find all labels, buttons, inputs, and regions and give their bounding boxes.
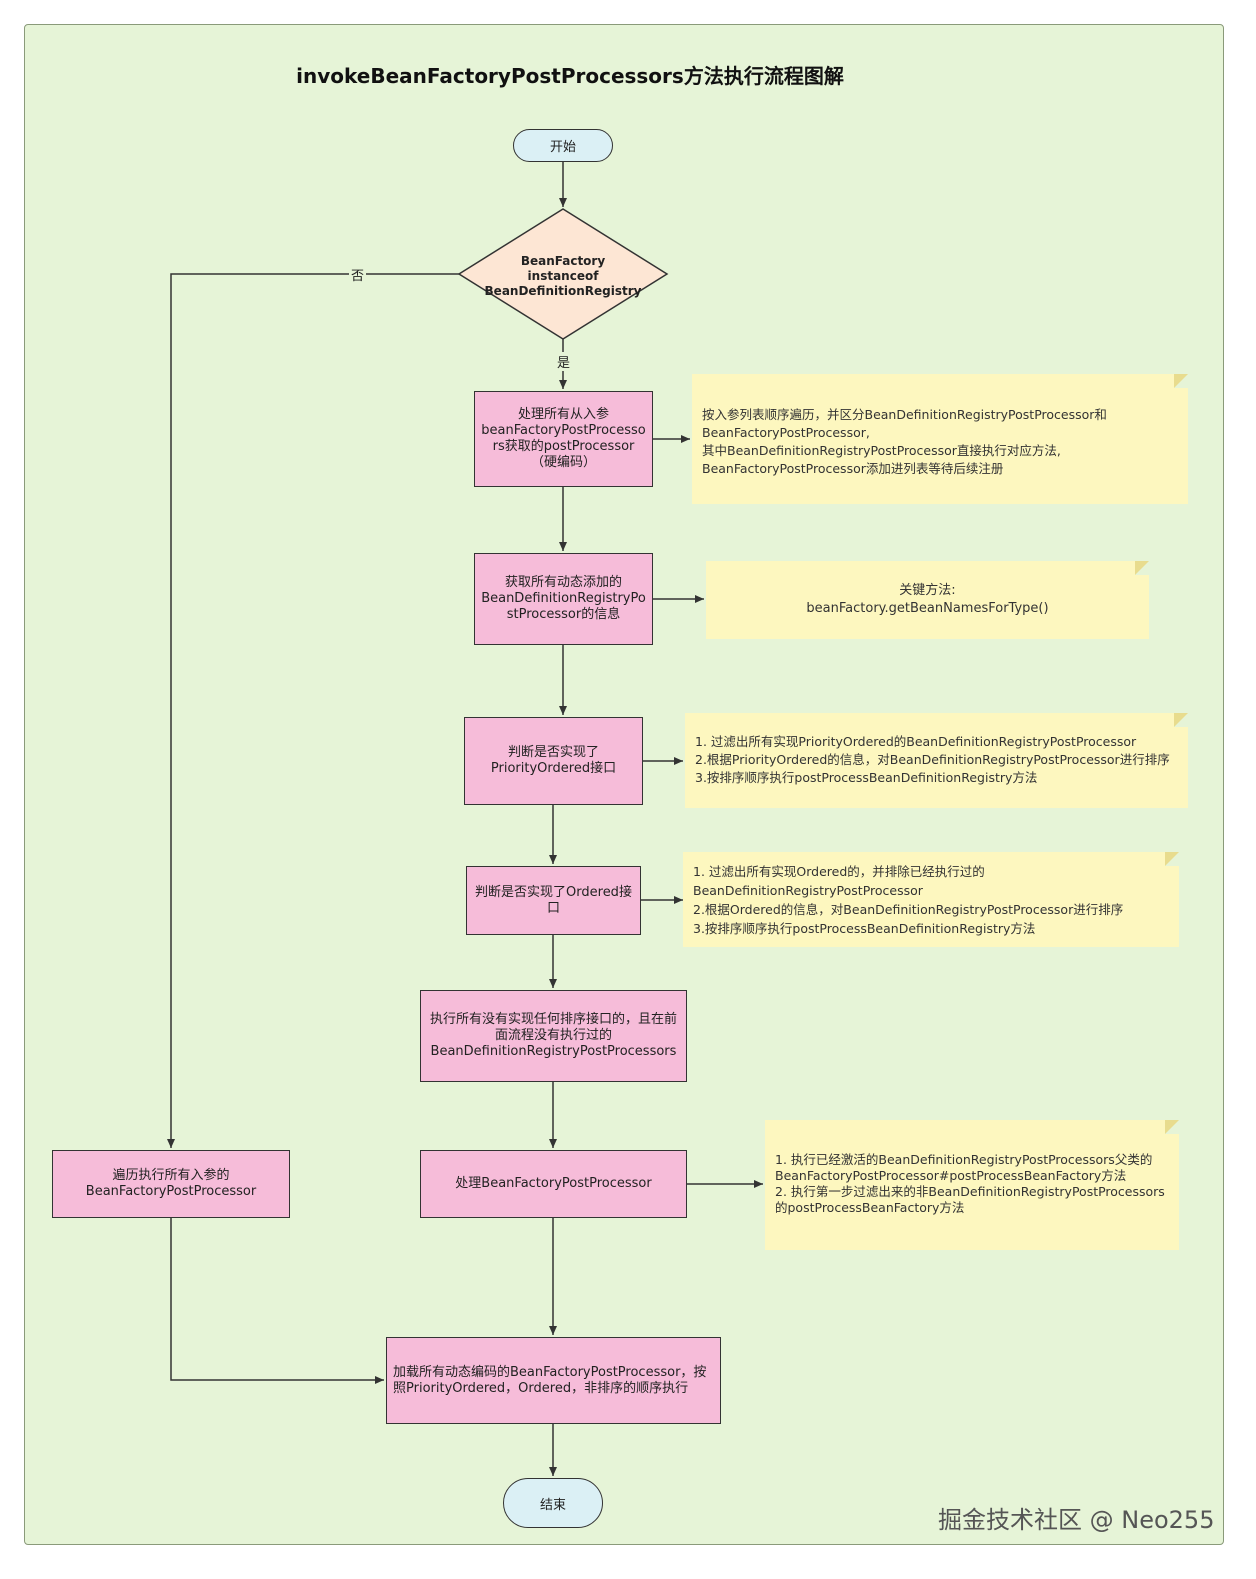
note3-line-2: 2.根据PriorityOrdered的信息，对BeanDefinitionRe…	[695, 752, 1170, 767]
step1-line-2: beanFactoryPostProcesso	[481, 423, 646, 438]
no-label: 否	[349, 265, 367, 284]
step2-line-2: BeanDefinitionRegistryPo	[481, 591, 646, 606]
note1-line-1: 按入参列表顺序遍历，并区分BeanDefinitionRegistryPostP…	[702, 407, 1107, 422]
note-step2: 关键方法: beanFactory.getBeanNamesForType()	[706, 561, 1149, 639]
final-step-node: 加载所有动态编码的BeanFactoryPostProcessor，按 照Pri…	[386, 1337, 721, 1424]
step4-node: 判断是否实现了Ordered接 口	[466, 866, 641, 935]
left-step-line-1: 遍历执行所有入参的	[112, 1168, 230, 1183]
note3-line-3: 3.按排序顺序执行postProcessBeanDefinitionRegist…	[695, 770, 1038, 785]
edge-left-final	[170, 1218, 384, 1384]
end-label: 结束	[539, 1497, 566, 1513]
step5-line-3: BeanDefinitionRegistryPostProcessors	[430, 1044, 677, 1059]
step2-line-3: stProcessor的信息	[506, 607, 621, 622]
note4-line-1: 1. 过滤出所有实现Ordered的，并排除已经执行过的	[693, 864, 985, 879]
step6-label: 处理BeanFactoryPostProcessor	[455, 1176, 652, 1191]
step3-line-1: 判断是否实现了	[507, 745, 599, 760]
note1-line-3: 其中BeanDefinitionRegistryPostProcessor直接执…	[702, 443, 1061, 458]
note5-line-1: 1. 执行已经激活的BeanDefinitionRegistryPostProc…	[775, 1152, 1153, 1167]
note1-line-4: BeanFactoryPostProcessor添加进列表等待后续注册	[702, 461, 1004, 476]
note-step6: 1. 执行已经激活的BeanDefinitionRegistryPostProc…	[765, 1120, 1179, 1250]
step2-node: 获取所有动态添加的 BeanDefinitionRegistryPo stPro…	[474, 553, 653, 645]
left-step-node: 遍历执行所有入参的 BeanFactoryPostProcessor	[52, 1150, 290, 1218]
note4-line-3: 2.根据Ordered的信息，对BeanDefinitionRegistryPo…	[693, 902, 1124, 917]
note5-line-4: 的postProcessBeanFactory方法	[775, 1200, 965, 1215]
decision-line-3: BeanDefinitionRegistry	[484, 284, 642, 298]
end-node: 结束	[503, 1478, 603, 1528]
decision-line-2: instanceof	[527, 269, 599, 283]
edge-decision-no	[167, 273, 459, 1148]
start-node: 开始	[513, 129, 613, 162]
footer-watermark: 掘金技术社区 @ Neo255	[938, 1506, 1215, 1534]
step2-line-1: 获取所有动态添加的	[504, 575, 622, 590]
step1-line-4: （硬编码）	[530, 455, 596, 470]
start-label: 开始	[549, 140, 576, 155]
step6-node: 处理BeanFactoryPostProcessor	[420, 1150, 687, 1218]
step4-line-1: 判断是否实现了Ordered接	[475, 884, 632, 900]
note2-line-1: 关键方法:	[899, 583, 956, 598]
step4-line-2: 口	[546, 900, 560, 916]
note5-line-3: 2. 执行第一步过滤出来的非BeanDefinitionRegistryPost…	[775, 1184, 1165, 1199]
note5-line-2: BeanFactoryPostProcessor#postProcessBean…	[775, 1168, 1127, 1183]
left-step-line-2: BeanFactoryPostProcessor	[85, 1184, 257, 1199]
note4-line-4: 3.按排序顺序执行postProcessBeanDefinitionRegist…	[693, 921, 1036, 936]
decision-line-1: BeanFactory	[520, 254, 606, 268]
final-step-line-2: 照PriorityOrdered，Ordered，非排序的顺序执行	[393, 1380, 689, 1396]
yes-label: 是	[555, 352, 573, 371]
diagram-title: invokeBeanFactoryPostProcessors方法执行流程图解	[296, 64, 844, 88]
note-step1: 按入参列表顺序遍历，并区分BeanDefinitionRegistryPostP…	[692, 374, 1188, 504]
note3-line-1: 1. 过滤出所有实现PriorityOrdered的BeanDefinition…	[695, 734, 1137, 749]
step1-node: 处理所有从入参 beanFactoryPostProcesso rs获取的pos…	[474, 391, 653, 487]
note4-line-2: BeanDefinitionRegistryPostProcessor	[693, 883, 923, 898]
step5-node: 执行所有没有实现任何排序接口的，且在前 面流程没有执行过的 BeanDefini…	[420, 990, 687, 1082]
final-step-line-1: 加载所有动态编码的BeanFactoryPostProcessor，按	[393, 1364, 707, 1380]
step5-line-1: 执行所有没有实现任何排序接口的，且在前	[429, 1012, 677, 1027]
step1-line-1: 处理所有从入参	[517, 407, 609, 422]
step1-line-3: rs获取的postProcessor	[492, 439, 635, 454]
note-step4: 1. 过滤出所有实现Ordered的，并排除已经执行过的 BeanDefinit…	[683, 852, 1179, 947]
step5-line-2: 面流程没有执行过的	[494, 1028, 612, 1043]
note1-line-2: BeanFactoryPostProcessor,	[702, 425, 870, 440]
decision-label: BeanFactory instanceof BeanDefinitionReg…	[482, 254, 644, 299]
step3-line-2: PriorityOrdered接口	[490, 761, 617, 776]
step3-node: 判断是否实现了 PriorityOrdered接口	[464, 717, 643, 805]
note-step3: 1. 过滤出所有实现PriorityOrdered的BeanDefinition…	[685, 713, 1188, 808]
note2-line-2: beanFactory.getBeanNamesForType()	[806, 601, 1049, 616]
